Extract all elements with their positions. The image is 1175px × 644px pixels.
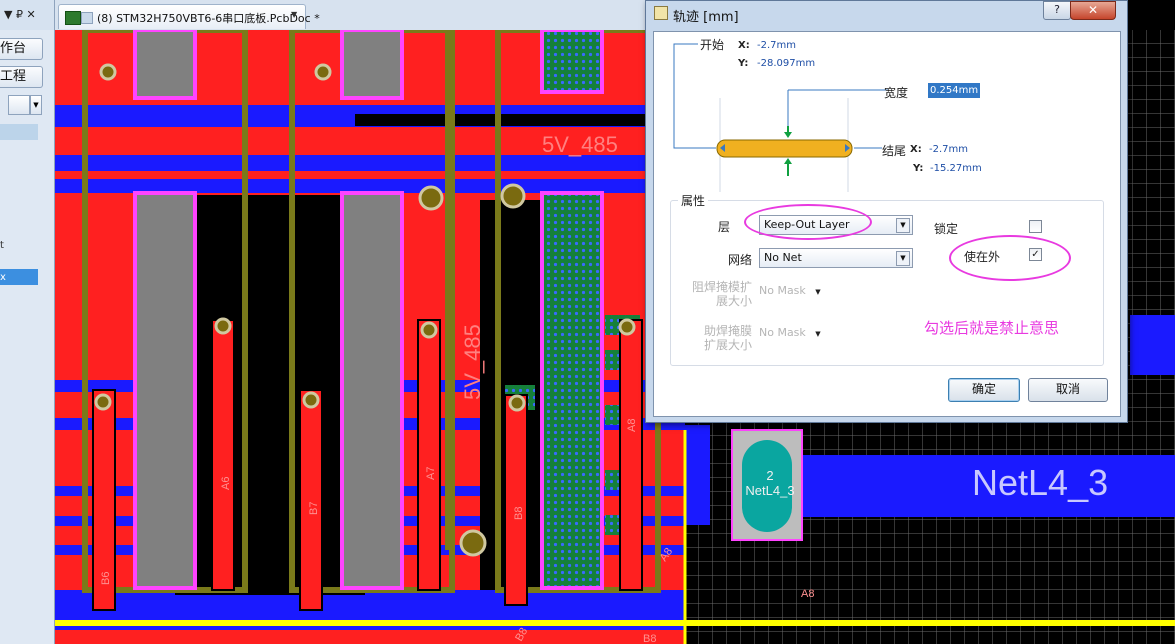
track-properties-dialog: 轨迹 [mm] ? ✕ 开始 X: -2.7mm Y: -28.097mm 宽度… [645, 0, 1128, 423]
help-button[interactable]: ? [1043, 1, 1071, 20]
workspace-button[interactable]: 作台 [0, 38, 43, 60]
paste-mask-select[interactable]: No Mask ▼ [759, 326, 821, 339]
dialog-body: 开始 X: -2.7mm Y: -28.097mm 宽度 0.254mm 结尾 … [653, 31, 1121, 417]
svg-text:B7: B7 [308, 502, 320, 515]
board-outline [55, 620, 1175, 626]
properties-label: 属性 [678, 192, 709, 209]
end-x-field[interactable]: -2.7mm [929, 144, 968, 155]
solder-mask-label: 阻焊掩模扩 展大小 [688, 280, 752, 308]
project-button[interactable]: 工程 [0, 66, 43, 88]
chevron-down-icon[interactable]: ▼ [30, 95, 42, 115]
properties-group [670, 200, 1104, 366]
annotation-note: 勾选后就是禁止意思 [924, 319, 1060, 337]
tree-item-selected[interactable] [0, 124, 38, 140]
document-tab[interactable]: (8) STM32H750VBT6-6串口底板.PcbDoc * ▼ [58, 4, 320, 29]
svg-text:A7: A7 [425, 467, 437, 480]
solder-mask-label-2: 展大小 [715, 294, 752, 308]
solder-mask-select[interactable]: No Mask ▼ [759, 284, 821, 297]
panel-header: ▼ ₽ ✕ [0, 0, 54, 30]
end-y-field[interactable]: -15.27mm [930, 163, 982, 174]
start-x-field[interactable]: -2.7mm [757, 40, 796, 51]
net-label: 5V_485 [542, 132, 618, 157]
left-side-panel: ▼ ₽ ✕ 作台 工程 ▼ t x [0, 0, 55, 644]
netl4-3-trace [800, 455, 1175, 517]
dialog-title: 轨迹 [mm] [673, 10, 739, 25]
solder-mask-value: No Mask [759, 284, 806, 297]
svg-text:B8: B8 [513, 626, 530, 644]
start-x-key: X: [738, 40, 750, 51]
highlight-ellipse [949, 235, 1071, 281]
modified-icon [81, 12, 93, 24]
component-body [133, 191, 197, 590]
component-body [340, 191, 404, 590]
chevron-down-icon[interactable]: ▼ [896, 251, 910, 266]
net-label: 5V_485 [460, 324, 485, 400]
paste-mask-label-2: 扩展大小 [703, 338, 752, 352]
start-y-field[interactable]: -28.097mm [757, 58, 816, 69]
start-y-key: Y: [738, 58, 749, 69]
cancel-button[interactable]: 取消 [1028, 378, 1108, 402]
close-button[interactable]: ✕ [1070, 1, 1116, 20]
svg-text:A8: A8 [801, 588, 814, 600]
component-body [540, 191, 604, 590]
tree-item-mark: x [0, 272, 6, 283]
track-diagram [673, 43, 888, 192]
pad-label[interactable]: 2 NetL4_3 [745, 468, 795, 498]
track-shape [716, 139, 853, 158]
panel-controls[interactable]: ▼ ₽ ✕ [4, 8, 36, 21]
svg-text:B8: B8 [643, 633, 656, 644]
width-field[interactable]: 0.254mm [928, 83, 981, 98]
solder-mask-label-1: 阻焊掩模扩 [691, 280, 752, 294]
chevron-down-icon[interactable]: ▼ [896, 218, 910, 233]
svg-text:A8: A8 [626, 419, 638, 432]
pad-net: NetL4_3 [745, 483, 795, 498]
start-label: 开始 [698, 36, 727, 53]
locked-checkbox[interactable] [1029, 220, 1042, 233]
locked-label: 锁定 [934, 222, 959, 236]
paste-mask-label: 助焊掩膜 扩展大小 [688, 324, 752, 352]
chevron-down-icon[interactable]: ▼ [815, 288, 821, 296]
layer-label: 层 [718, 220, 731, 234]
net-label: 网络 [728, 253, 753, 267]
chevron-down-icon[interactable]: ▼ [815, 330, 821, 338]
paste-mask-label-1: 助焊掩膜 [703, 324, 752, 338]
folder-icon[interactable] [8, 95, 30, 115]
pad-number: 2 [766, 468, 774, 483]
end-y-key: Y: [913, 163, 924, 174]
chevron-down-icon[interactable]: ▼ [291, 10, 298, 19]
svg-text:B6: B6 [100, 572, 112, 585]
net-value: No Net [764, 251, 802, 264]
ok-button[interactable]: 确定 [948, 378, 1020, 402]
end-label: 结尾 [882, 144, 907, 158]
document-tab-label: (8) STM32H750VBT6-6串口底板.PcbDoc * [97, 12, 320, 25]
pcb-document-icon [65, 11, 81, 25]
net-select[interactable]: No Net ▼ [759, 248, 913, 268]
svg-text:B8: B8 [513, 507, 525, 520]
paste-mask-value: No Mask [759, 326, 806, 339]
tree-item-mark: t [0, 240, 4, 251]
highlight-ellipse [744, 204, 872, 240]
track-icon [654, 6, 668, 20]
tree-item-highlight[interactable]: x [0, 269, 38, 285]
end-x-key: X: [910, 144, 922, 155]
width-label: 宽度 [884, 86, 909, 100]
net-label-netl4-3: NetL4_3 [972, 462, 1109, 503]
svg-text:A6: A6 [220, 477, 232, 490]
